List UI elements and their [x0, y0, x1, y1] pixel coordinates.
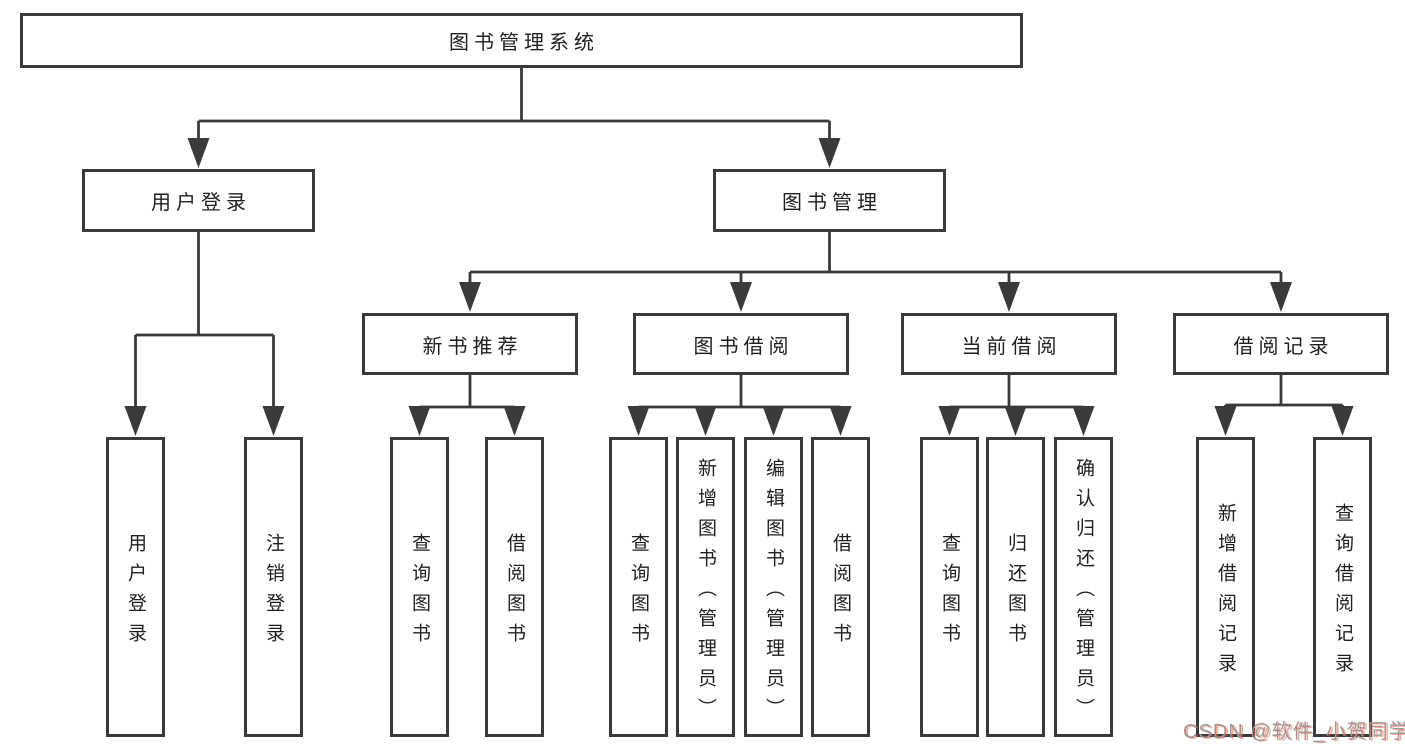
node-leaf-query-books-recommend-label: 查询图书: [409, 532, 430, 653]
node-leaf-return-books-label: 归还图书: [1005, 532, 1026, 653]
node-book-management-label: 图书管理: [782, 192, 882, 214]
connector-book-borrowing-branch: [637, 375, 842, 428]
node-leaf-query-borrow-record-label: 查询借阅记录: [1332, 502, 1353, 683]
node-leaf-query-books-borrowing: 查询图书: [609, 437, 668, 737]
connector-borrowing-records-branch: [1224, 375, 1344, 428]
node-book-borrowing-label: 图书借阅: [693, 335, 794, 358]
node-root: 图书管理系统: [20, 13, 1023, 68]
node-leaf-borrow-books-recommend: 借阅图书: [485, 437, 544, 737]
node-leaf-user-login-label: 用户登录: [125, 532, 146, 653]
node-leaf-query-books-current-label: 查询图书: [939, 532, 960, 653]
node-leaf-logout-label: 注销登录: [263, 532, 284, 653]
node-user-login-label: 用户登录: [151, 192, 251, 214]
node-book-borrowing: 图书借阅: [633, 313, 849, 375]
connector-new-book-branch: [418, 375, 516, 428]
node-leaf-confirm-return-admin-label: 确认归还（管理员）: [1073, 457, 1094, 728]
node-leaf-return-books: 归还图书: [986, 437, 1045, 737]
node-leaf-add-borrow-record-label: 新增借阅记录: [1215, 502, 1236, 683]
node-leaf-edit-books-admin-label: 编辑图书（管理员）: [763, 457, 784, 728]
node-leaf-query-books-borrowing-label: 查询图书: [628, 532, 649, 653]
node-leaf-user-login: 用户登录: [106, 437, 165, 737]
node-leaf-add-books-admin: 新增图书（管理员）: [676, 437, 735, 737]
node-leaf-add-borrow-record: 新增借阅记录: [1196, 437, 1255, 737]
node-new-book-recommend: 新书推荐: [362, 313, 578, 375]
node-leaf-confirm-return-admin: 确认归还（管理员）: [1054, 437, 1113, 737]
csdn-watermark: CSDN @软件_小贺同学: [1183, 721, 1405, 743]
node-current-borrowing-label: 当前借阅: [961, 335, 1062, 358]
node-leaf-query-books-recommend: 查询图书: [390, 437, 449, 737]
node-leaf-borrow-books-label: 借阅图书: [830, 532, 851, 653]
node-borrowing-records-label: 借阅记录: [1233, 335, 1334, 358]
node-root-label: 图书管理系统: [449, 32, 599, 54]
node-leaf-query-books-current: 查询图书: [920, 437, 979, 737]
node-leaf-query-borrow-record: 查询借阅记录: [1313, 437, 1372, 737]
node-leaf-borrow-books-recommend-label: 借阅图书: [504, 532, 525, 653]
node-book-management: 图书管理: [713, 169, 946, 232]
node-borrowing-records: 借阅记录: [1173, 313, 1389, 375]
connector-root-to-level2: [197, 68, 831, 160]
node-leaf-add-books-admin-label: 新增图书（管理员）: [695, 457, 716, 728]
connector-user-login-branch: [134, 232, 275, 428]
node-current-borrowing: 当前借阅: [901, 313, 1117, 375]
node-leaf-borrow-books: 借阅图书: [811, 437, 870, 737]
node-leaf-edit-books-admin: 编辑图书（管理员）: [744, 437, 803, 737]
connector-book-management-branch: [468, 232, 1283, 304]
node-new-book-recommend-label: 新书推荐: [422, 335, 523, 358]
node-user-login: 用户登录: [82, 169, 315, 232]
node-leaf-logout: 注销登录: [244, 437, 303, 737]
